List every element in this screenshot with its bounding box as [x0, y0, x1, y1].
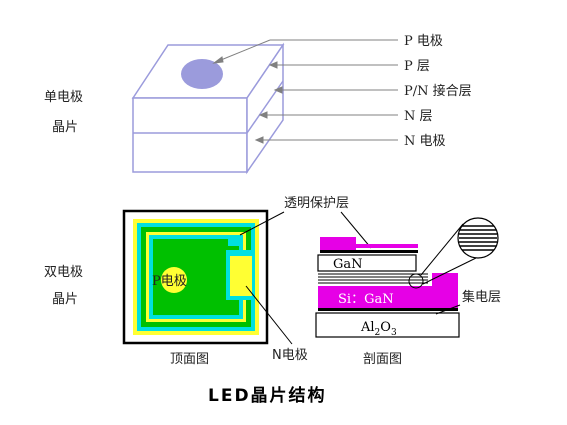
- section-dark-band: [320, 250, 418, 253]
- label-collector: 集电层: [462, 289, 501, 305]
- label-substrate: Al2O3: [360, 320, 397, 338]
- label-gan: GaN: [333, 257, 363, 272]
- single-chip-leaders: [212, 39, 398, 144]
- arrowhead-pn-junction: [273, 86, 283, 94]
- label-si-gan: Si：GaN: [338, 292, 394, 307]
- leader-collector: [435, 304, 461, 315]
- leader-n-electrode-top: [245, 285, 293, 345]
- arrowhead-p-layer: [268, 61, 278, 69]
- section-protective-film: [356, 244, 418, 248]
- figure-title: LED晶片结构: [208, 385, 327, 406]
- label-n-layer: N 层: [404, 109, 433, 124]
- cross-section: GaN Si：GaN Al2O3: [315, 217, 501, 367]
- label-p-electrode: P 电极: [404, 34, 443, 49]
- section-substrate: [315, 312, 460, 338]
- leader-protective-topview: [239, 211, 285, 236]
- label-pn-junction: P/N 接合层: [404, 83, 472, 99]
- arrowhead-n-layer: [258, 111, 268, 119]
- label-n-electrode: N 电极: [404, 134, 446, 149]
- arrowhead-n-electrode: [254, 136, 264, 144]
- magnifier-line-bottom: [422, 257, 477, 285]
- single-chip-label-line2: 晶片: [52, 120, 78, 135]
- magnifier-small-circle: [408, 273, 424, 289]
- chip-front-face: [132, 97, 248, 173]
- magnifier-line-top: [420, 223, 464, 276]
- leader-protective-section: [340, 211, 372, 249]
- double-chip-label-line2: 晶片: [52, 292, 78, 307]
- caption-top-view: 顶面图: [170, 352, 209, 367]
- label-p-layer: P 层: [404, 59, 430, 74]
- single-chip-label-line1: 单电极: [44, 90, 83, 105]
- magnifier-layer-stripes: [459, 225, 497, 251]
- section-n-contact: [432, 273, 458, 286]
- label-p-electrode-top: P电极: [152, 274, 187, 289]
- top-view-notch: [228, 238, 240, 246]
- caption-cross-section: 剖面图: [363, 352, 402, 367]
- section-bottom-dark: [318, 308, 458, 311]
- arrowhead-p-electrode: [212, 56, 224, 64]
- p-electrode-dot: [181, 59, 223, 89]
- label-protective-layer: 透明保护层: [284, 196, 349, 211]
- section-si-gan-step: [420, 286, 458, 308]
- section-si-gan-layer: [318, 286, 420, 308]
- section-p-contact: [320, 237, 356, 250]
- double-electrode-chip: 双电极 晶片 P电极 顶面图 N电极 透明保护层: [44, 196, 501, 367]
- single-electrode-chip: P 电极 P 层 P/N 接合层 N 层 N 电极 单电极 晶片: [44, 34, 472, 175]
- leader-p-electrode-diag: [215, 39, 271, 63]
- label-n-electrode-top: N电极: [272, 348, 308, 363]
- p-electrode-circle: [161, 267, 187, 293]
- top-view: P电极 顶面图 N电极: [122, 209, 308, 367]
- section-gan-layer: [317, 254, 417, 272]
- double-chip-label-line1: 双电极: [44, 265, 83, 280]
